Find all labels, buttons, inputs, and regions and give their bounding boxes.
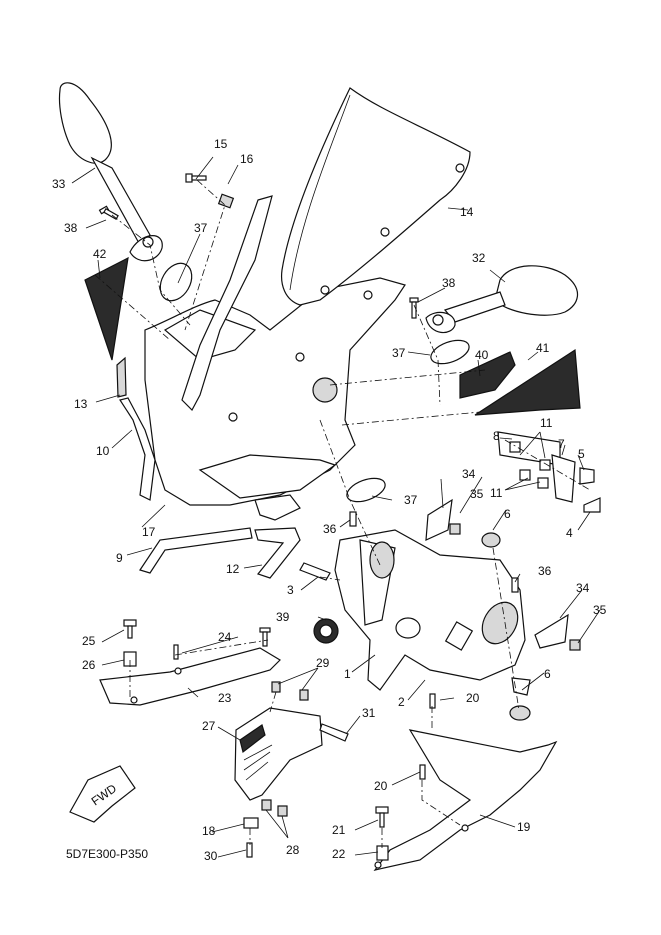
callout-25: 25 (82, 634, 96, 648)
callout-13: 13 (74, 397, 88, 411)
callout-39: 39 (276, 610, 290, 624)
screw-38-right (409, 297, 419, 319)
callout-6-lower: 6 (544, 667, 551, 681)
callout-11-lower: 11 (490, 486, 503, 500)
callout-32: 32 (472, 251, 486, 265)
callout-1: 1 (344, 667, 351, 681)
callout-29: 29 (316, 656, 330, 670)
under-panel-19 (373, 729, 558, 871)
gasket-37-lower (346, 477, 386, 503)
right-side-panel-41 (474, 348, 581, 416)
callout-numbers: 1 2 3 4 5 6 6 7 8 9 10 11 11 12 13 14 15… (52, 137, 607, 863)
callout-10: 10 (96, 444, 110, 458)
screw-15 (185, 173, 207, 183)
air-intake-strip (181, 195, 273, 411)
side-duct-10 (119, 397, 156, 501)
callout-37-upper: 37 (194, 221, 208, 235)
emblem-39 (313, 618, 339, 644)
nut-28-b (277, 805, 288, 817)
callout-40: 40 (475, 348, 489, 362)
callout-6-upper: 6 (504, 507, 511, 521)
windscreen-14 (280, 87, 471, 306)
bolt-21 (375, 806, 389, 828)
gasket-37-left (159, 262, 193, 302)
callout-16: 16 (240, 152, 254, 166)
callout-11-upper: 11 (540, 416, 553, 430)
bracket-assembly-7 (497, 431, 601, 513)
emblem-40 (459, 351, 516, 399)
callout-3: 3 (287, 583, 294, 597)
leader-lines (71, 156, 601, 858)
screw-36-upper (349, 511, 357, 527)
under-panel-23 (99, 647, 281, 706)
nut-28-a (261, 799, 272, 811)
callout-36-upper: 36 (323, 522, 337, 536)
callout-38-right: 38 (442, 276, 456, 290)
callout-7: 7 (558, 437, 565, 451)
screw-23-left (173, 644, 179, 660)
callout-27: 27 (202, 719, 216, 733)
callout-19: 19 (517, 820, 531, 834)
left-side-panel-42 (84, 256, 129, 361)
strip-12 (254, 527, 301, 579)
nut-29-b (299, 689, 309, 701)
lower-cowling-1 (334, 529, 531, 696)
callout-35-upper: 35 (470, 487, 484, 501)
screw-36-lower (511, 577, 519, 593)
callout-20-upper: 20 (466, 691, 480, 705)
callout-24: 24 (218, 630, 232, 644)
callout-9: 9 (116, 551, 123, 565)
bolt-25 (123, 619, 137, 639)
callout-28: 28 (286, 843, 300, 857)
callout-38-left: 38 (64, 221, 78, 235)
callout-17: 17 (142, 525, 156, 539)
callout-37-lower: 37 (404, 493, 418, 507)
callout-26: 26 (82, 658, 96, 672)
callout-20-lower: 20 (374, 779, 388, 793)
screw-24 (259, 627, 271, 647)
screw-20-lower (419, 764, 426, 780)
callout-42: 42 (93, 247, 107, 261)
strip-9 (139, 527, 253, 574)
callout-14: 14 (460, 205, 474, 219)
grommets (425, 498, 581, 721)
callout-33: 33 (52, 177, 66, 191)
gasket-37-right (430, 339, 470, 365)
screw-20-upper (429, 693, 436, 709)
callout-18: 18 (202, 824, 216, 838)
callout-30: 30 (204, 849, 218, 863)
nut-18 (243, 817, 259, 829)
nut-16 (217, 193, 235, 209)
duct-seal-13 (116, 356, 127, 398)
assembly-lines (94, 179, 591, 848)
callout-4: 4 (566, 526, 573, 540)
screw-3 (299, 562, 331, 581)
callout-22: 22 (332, 847, 346, 861)
screw-31 (319, 723, 349, 742)
callout-41: 41 (536, 341, 550, 355)
callout-23: 23 (218, 691, 232, 705)
callout-12: 12 (226, 562, 240, 576)
fwd-arrow-icon: FWD (69, 765, 136, 823)
diagram-code: 5D7E300-P350 (66, 847, 149, 861)
callout-21: 21 (332, 823, 346, 837)
callout-8: 8 (493, 429, 500, 443)
left-mirror (58, 82, 163, 262)
callout-37-right: 37 (392, 346, 406, 360)
callout-5: 5 (578, 447, 585, 461)
right-mirror (425, 265, 578, 333)
screw-30 (246, 842, 253, 858)
callout-2: 2 (398, 695, 405, 709)
callout-15: 15 (214, 137, 228, 151)
collar-22 (376, 845, 389, 861)
cover-27 (234, 707, 323, 801)
callout-35-lower: 35 (593, 603, 607, 617)
callout-31: 31 (362, 706, 376, 720)
callout-36-lower: 36 (538, 564, 552, 578)
callout-34-lower: 34 (576, 581, 590, 595)
callout-34-upper: 34 (462, 467, 476, 481)
